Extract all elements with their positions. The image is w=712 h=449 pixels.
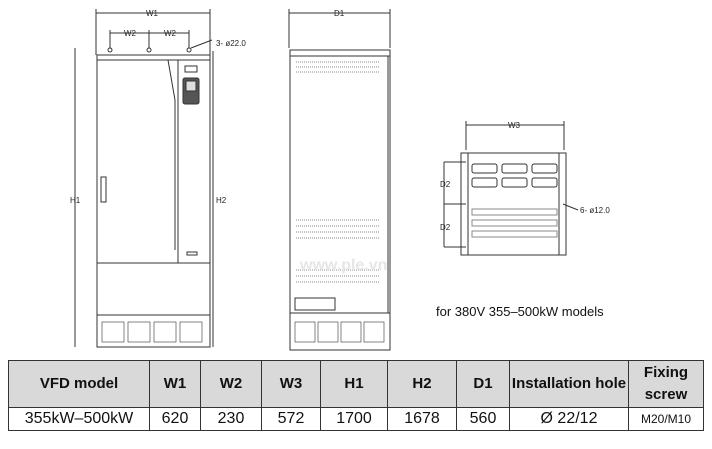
col-header: W2 [200,360,262,408]
caption: for 380V 355–500kW models [436,304,604,319]
watermark: www.ple.vn [299,257,387,274]
cell: 1700 [320,407,388,431]
side-view [288,9,391,351]
cell: 1678 [387,407,457,431]
dimension-drawing: W1 W2 W2 3- ø22.0 H1 H2 D1 www.ple.vn W3… [70,9,610,351]
col-header: Fixing screw [628,360,704,408]
label-w3: W3 [508,121,521,130]
col-header: Installation hole [509,360,629,408]
col-header: W1 [149,360,201,408]
base-view [443,121,579,256]
cell: 560 [456,407,510,431]
col-header: VFD model [8,360,150,408]
table-header-row: VFD model W1 W2 W3 H1 H2 D1 Installation… [8,360,704,408]
col-header: W3 [261,360,321,408]
cell: Ø 22/12 [509,407,629,431]
label-w2: W2 [164,29,177,38]
col-header: D1 [456,360,510,408]
cell: 355kW–500kW [8,407,150,431]
cell: 620 [149,407,201,431]
label-holes-base: 6- ø12.0 [580,206,610,215]
label-d1: D1 [334,9,345,18]
label-d2: D2 [440,180,451,189]
col-header: H1 [320,360,388,408]
label-w2: W2 [124,29,137,38]
table-row: 355kW–500kW 620 230 572 1700 1678 560 Ø … [8,407,704,431]
label-w1: W1 [146,9,159,18]
col-header: H2 [387,360,457,408]
label-d2: D2 [440,223,451,232]
label-h2: H2 [216,196,227,205]
dimensions-table: VFD model W1 W2 W3 H1 H2 D1 Installation… [8,360,704,431]
cell: 230 [200,407,262,431]
front-view [74,9,214,348]
cell: 572 [261,407,321,431]
label-h1: H1 [70,196,81,205]
label-holes-front: 3- ø22.0 [216,39,246,48]
cell: M20/M10 [628,407,704,431]
